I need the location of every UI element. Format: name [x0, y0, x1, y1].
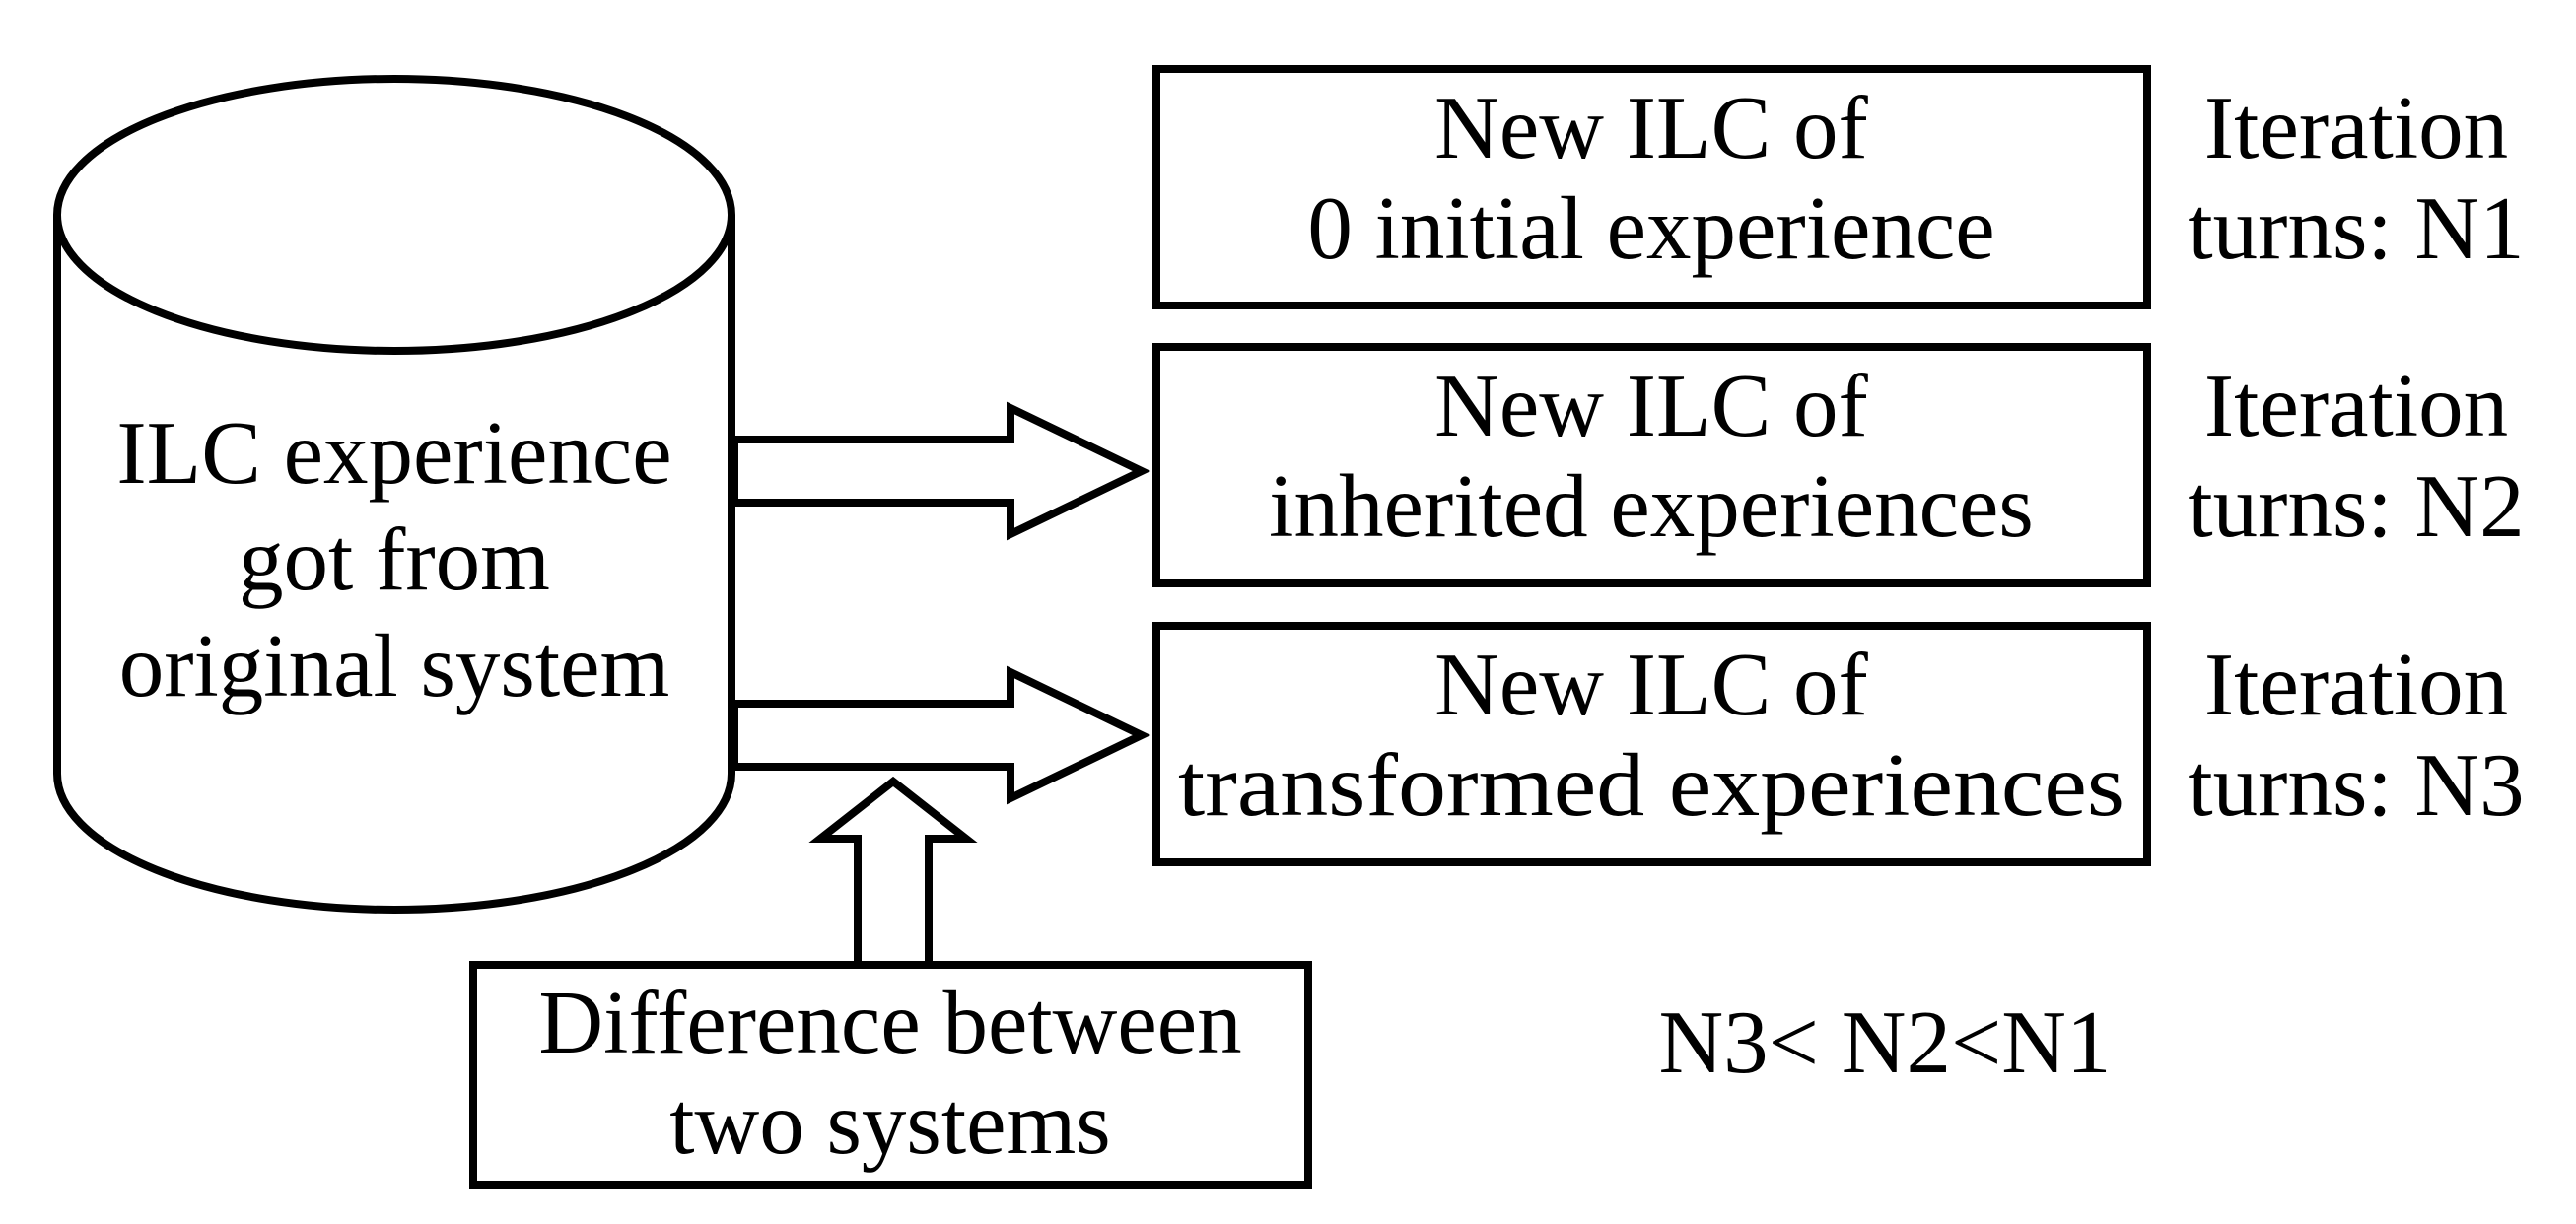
box-inherited-experiences: New ILC of inherited experiences [1152, 343, 2151, 587]
note-1-line-1: Iteration [2204, 78, 2508, 177]
arrow-from-difference [808, 776, 978, 969]
arrow-to-inherited [731, 401, 1151, 541]
note-1-line-2: turns: N1 [2188, 178, 2524, 278]
box-3-frame [1152, 622, 2151, 866]
box-3-line-1: New ILC of [1434, 635, 1868, 734]
box-1-line-1: New ILC of [1434, 78, 1868, 177]
note-2-line-1: Iteration [2204, 356, 2508, 455]
box-1-frame [1152, 65, 2151, 309]
box-zero-initial-experience: New ILC of 0 initial experience [1152, 65, 2151, 309]
cylinder-label-line-3: original system [119, 616, 670, 715]
box-2-frame [1152, 343, 2151, 587]
note-2-line-2: turns: N2 [2188, 456, 2524, 556]
box-3-line-2: transformed experiences [1178, 735, 2124, 835]
difference-box-line-1: Difference between [538, 973, 1241, 1072]
note-3-line-1: Iteration [2204, 635, 2508, 734]
cylinder-body [53, 215, 735, 914]
box-2-line-2: inherited experiences [1269, 456, 2034, 556]
arrow-to-transformed [731, 665, 1151, 805]
experience-database-cylinder: ILC experience got from original system [53, 75, 735, 914]
iteration-relation: N3< N2<N1 [1658, 992, 2111, 1092]
cylinder-top [53, 75, 735, 355]
box-transformed-experiences: New ILC of transformed experiences [1152, 622, 2151, 866]
difference-box-frame [469, 961, 1312, 1189]
iteration-notes: Iteration turns: N1 Iteration turns: N2 … [2188, 78, 2524, 835]
cylinder-label-line-1: ILC experience [116, 403, 671, 503]
box-2-line-1: New ILC of [1434, 356, 1868, 455]
cylinder-label-line-2: got from [239, 510, 550, 609]
note-3-line-2: turns: N3 [2188, 735, 2524, 835]
difference-box: Difference between two systems [469, 961, 1312, 1189]
box-1-line-2: 0 initial experience [1307, 178, 1994, 278]
difference-box-line-2: two systems [669, 1073, 1110, 1173]
